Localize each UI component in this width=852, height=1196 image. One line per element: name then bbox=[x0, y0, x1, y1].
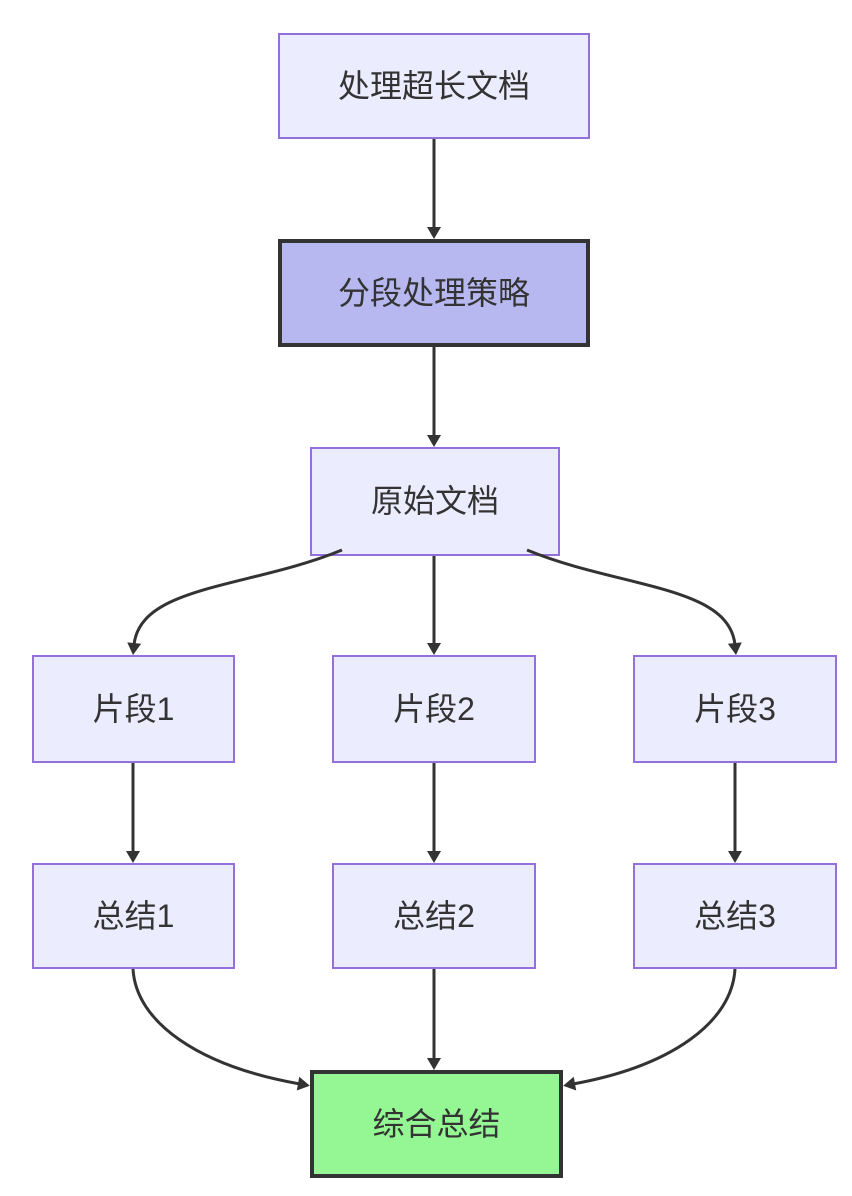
node-summary-1: 总结1 bbox=[32, 863, 235, 969]
node-summary-3: 总结3 bbox=[633, 863, 837, 969]
node-chunk-1: 片段1 bbox=[32, 655, 235, 763]
node-label: 处理超长文档 bbox=[337, 67, 530, 104]
edge-source-to-chunk3 bbox=[526, 548, 742, 655]
node-chunk-2: 片段2 bbox=[332, 655, 536, 763]
node-original-doc: 原始文档 bbox=[310, 447, 560, 556]
node-process-long-doc: 处理超长文档 bbox=[278, 33, 590, 139]
node-label: 原始文档 bbox=[370, 483, 499, 520]
edge-summary1-to-final bbox=[131, 968, 310, 1091]
node-chunk-3: 片段3 bbox=[633, 655, 837, 763]
node-label: 总结2 bbox=[393, 897, 475, 934]
node-label: 片段2 bbox=[393, 690, 475, 727]
node-final-summary: 综合总结 bbox=[310, 1070, 563, 1178]
node-label: 片段3 bbox=[694, 690, 776, 727]
node-label: 分段处理策略 bbox=[337, 274, 530, 311]
edge-source-to-chunk1 bbox=[127, 548, 343, 655]
node-label: 片段1 bbox=[92, 690, 175, 727]
node-summary-2: 总结2 bbox=[332, 863, 536, 969]
node-label: 总结1 bbox=[92, 897, 175, 934]
node-label: 综合总结 bbox=[372, 1105, 501, 1142]
node-segment-strategy: 分段处理策略 bbox=[278, 239, 590, 347]
edge-summary3-to-final bbox=[563, 968, 737, 1091]
node-label: 总结3 bbox=[694, 897, 776, 934]
